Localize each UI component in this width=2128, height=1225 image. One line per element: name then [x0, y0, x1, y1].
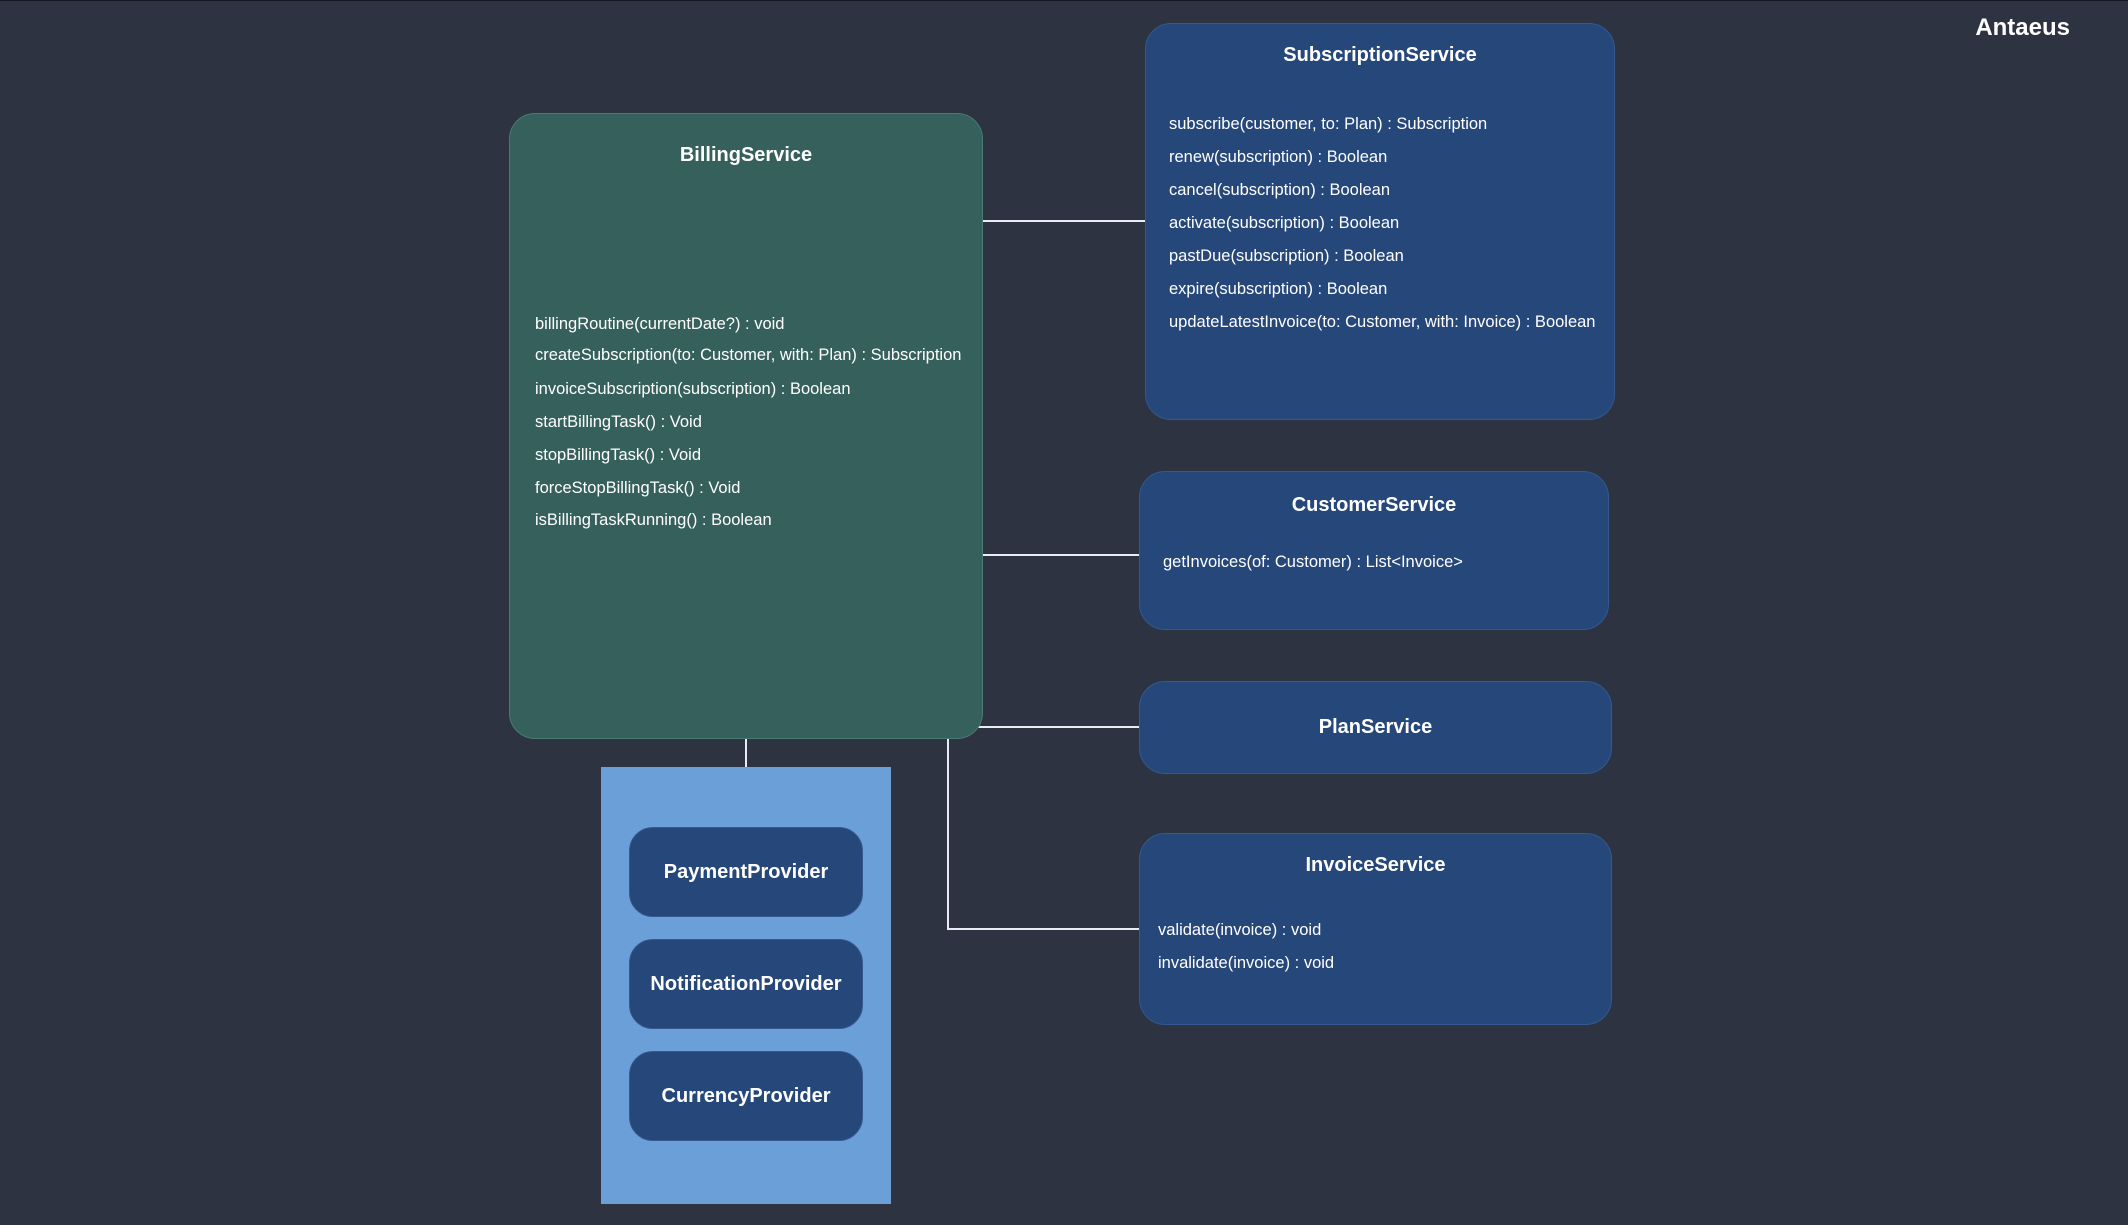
billing-service-methods: billingRoutine(currentDate?) : void crea… [535, 315, 962, 555]
method-item: billingRoutine(currentDate?) : void [535, 315, 785, 333]
subscription-service-methods: subscribe(customer, to: Plan) : Subscrip… [1169, 108, 1596, 339]
top-border [0, 0, 2128, 1]
method-item: activate(subscription) : Boolean [1169, 214, 1400, 232]
connector-billing-plan [976, 726, 1139, 728]
method-item: validate(invoice) : void [1158, 921, 1322, 939]
connector-billing-invoice-vertical [947, 739, 949, 930]
customer-service-box: CustomerService getInvoices(of: Customer… [1139, 471, 1609, 630]
connector-billing-providers [745, 739, 747, 767]
method-item: createSubscription(to: Customer, with: P… [535, 346, 962, 364]
subscription-service-title: SubscriptionService [1283, 44, 1477, 66]
billing-service-box: BillingService billingRoutine(currentDat… [509, 113, 983, 739]
method-item: subscribe(customer, to: Plan) : Subscrip… [1169, 115, 1488, 133]
customer-service-methods: getInvoices(of: Customer) : List<Invoice… [1163, 546, 1463, 579]
invoice-service-title: InvoiceService [1305, 854, 1446, 876]
providers-group: PaymentProvider NotificationProvider Cur… [601, 767, 891, 1204]
method-item: isBillingTaskRunning() : Boolean [535, 511, 772, 529]
connector-billing-invoice-horizontal [947, 928, 1139, 930]
method-item: startBillingTask() : Void [535, 413, 702, 431]
connector-billing-subscription [983, 220, 1145, 222]
connector-billing-customer [983, 554, 1139, 556]
app-title: Antaeus [1975, 14, 2070, 41]
plan-service-title: PlanService [1318, 716, 1433, 738]
method-item: invoiceSubscription(subscription) : Bool… [535, 380, 851, 398]
method-item: cancel(subscription) : Boolean [1169, 181, 1391, 199]
method-item: getInvoices(of: Customer) : List<Invoice… [1163, 553, 1463, 571]
method-item: forceStopBillingTask() : Void [535, 479, 741, 497]
method-item: pastDue(subscription) : Boolean [1169, 247, 1404, 265]
method-item: updateLatestInvoice(to: Customer, with: … [1169, 313, 1596, 331]
method-item: renew(subscription) : Boolean [1169, 148, 1388, 166]
method-item: expire(subscription) : Boolean [1169, 280, 1388, 298]
subscription-service-box: SubscriptionService subscribe(customer, … [1145, 23, 1615, 420]
billing-service-title: BillingService [679, 144, 813, 166]
plan-service-box: PlanService [1139, 681, 1612, 774]
payment-provider-box: PaymentProvider [629, 827, 863, 917]
method-item: stopBillingTask() : Void [535, 446, 701, 464]
customer-service-title: CustomerService [1291, 494, 1457, 516]
invoice-service-methods: validate(invoice) : void invalidate(invo… [1158, 914, 1334, 980]
invoice-service-box: InvoiceService validate(invoice) : void … [1139, 833, 1612, 1025]
notification-provider-box: NotificationProvider [629, 939, 863, 1029]
method-item: invalidate(invoice) : void [1158, 954, 1335, 972]
currency-provider-box: CurrencyProvider [629, 1051, 863, 1141]
